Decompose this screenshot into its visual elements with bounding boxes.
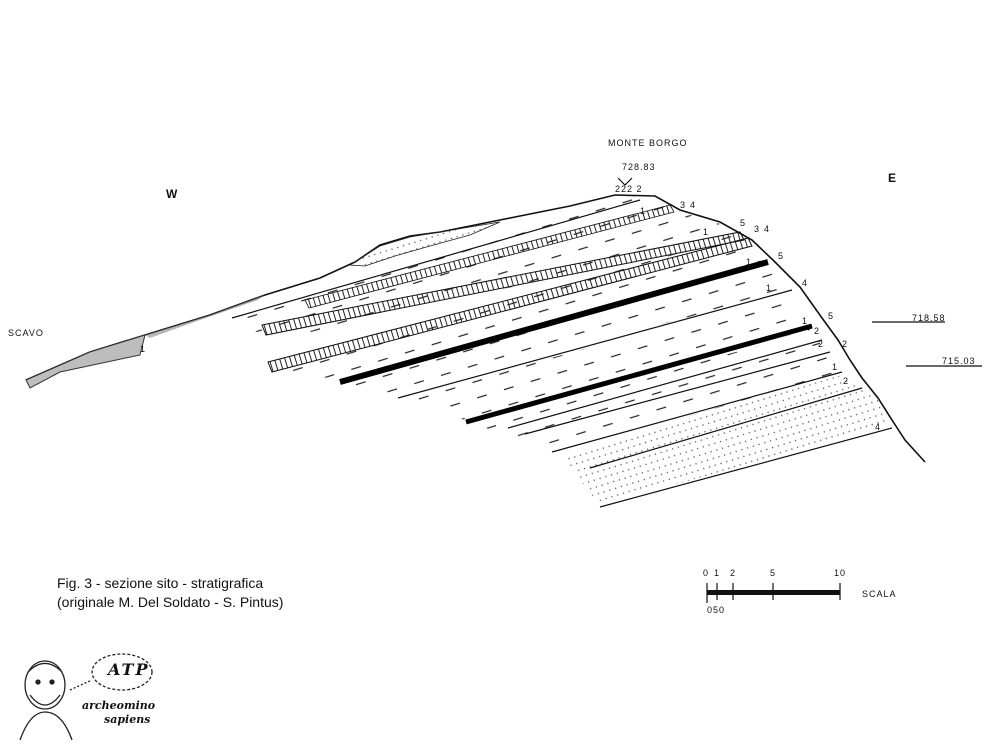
layer-label: 1 bbox=[140, 344, 147, 354]
layer-label: 4 bbox=[802, 278, 809, 288]
elevation-mark-2: 715.03 bbox=[942, 356, 976, 366]
layer-label: 2 bbox=[818, 339, 825, 349]
figure-caption-line1: Fig. 3 - sezione sito - stratigrafica bbox=[57, 575, 264, 591]
layer-label: 1 bbox=[766, 283, 773, 293]
layer-label: 1 bbox=[832, 362, 839, 372]
layer-label: 3 bbox=[754, 224, 761, 234]
layer-label: 2 bbox=[814, 326, 821, 336]
ground-profile bbox=[25, 194, 926, 463]
layer-label: 4 bbox=[764, 224, 771, 234]
layer-label: 3 bbox=[680, 200, 687, 210]
scale-bar bbox=[706, 583, 841, 603]
excavation-label: SCAVO bbox=[8, 328, 44, 338]
peak-elevation-label: 728.83 bbox=[622, 162, 656, 172]
layer-label: 5 bbox=[740, 218, 747, 228]
scale-tick-5: 5 bbox=[770, 568, 777, 578]
logo-text-line2: sapiens bbox=[104, 713, 151, 726]
black-band-2 bbox=[465, 323, 813, 425]
layer-label: 1 bbox=[802, 316, 809, 326]
layer-label: 4 bbox=[875, 422, 882, 432]
layer-label: 5 bbox=[778, 251, 785, 261]
layer-label: 1 bbox=[640, 206, 647, 216]
east-label: E bbox=[888, 171, 897, 185]
layer-label: 1 bbox=[703, 227, 710, 237]
scale-sub-ticks: 050 bbox=[707, 605, 726, 615]
archeomino-logo-drawing bbox=[19, 653, 153, 741]
west-label: W bbox=[166, 187, 178, 201]
elevation-mark-1: 718.58 bbox=[912, 313, 946, 323]
layer-label: 1 bbox=[746, 257, 753, 267]
layer-label: 2 bbox=[843, 376, 850, 386]
scale-tick-1: 1 bbox=[714, 568, 721, 578]
scale-label: SCALA bbox=[862, 589, 897, 599]
layer-label: 4 bbox=[690, 200, 697, 210]
scale-tick-10: 10 bbox=[834, 568, 847, 578]
logo-badge: ATP bbox=[108, 660, 150, 679]
excavation-area bbox=[25, 334, 146, 389]
black-band-1 bbox=[339, 259, 769, 385]
scale-tick-0: 0 bbox=[703, 568, 710, 578]
peak-name-label: MONTE BORGO bbox=[608, 138, 688, 148]
figure-caption-line2: (originale M. Del Soldato - S. Pintus) bbox=[57, 594, 284, 610]
scale-tick-2: 2 bbox=[730, 568, 737, 578]
peak-layer-codes: 222 2 bbox=[615, 184, 643, 194]
layer-label: 5 bbox=[828, 311, 835, 321]
layer-label: 2 bbox=[842, 339, 849, 349]
logo-text-line1: archeomino bbox=[82, 699, 156, 712]
ladder-band-lower bbox=[267, 237, 753, 373]
